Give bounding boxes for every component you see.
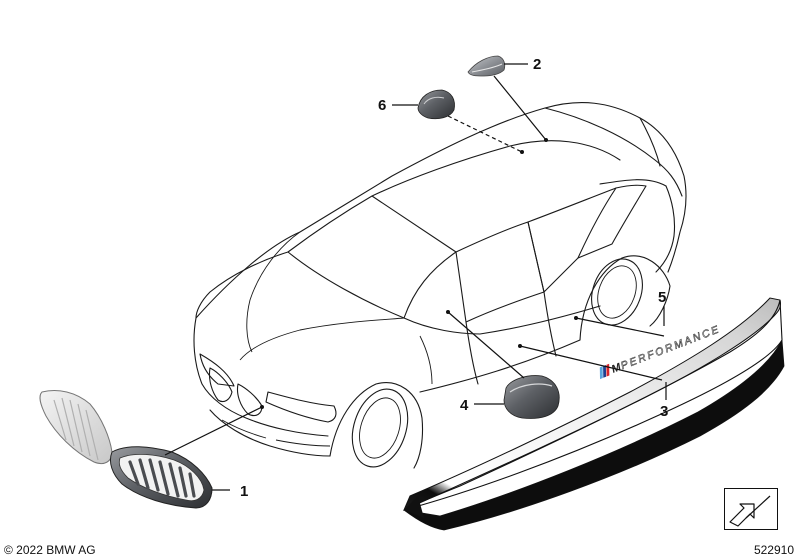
navigation-arrow-icon[interactable]: [724, 488, 778, 530]
car-outline: [193, 101, 687, 469]
part-side-sill-strip[interactable]: [403, 297, 785, 531]
part-roof-antenna[interactable]: [467, 55, 506, 77]
m-stripe-dark-blue: [603, 365, 607, 378]
callout-4: 4: [460, 397, 469, 414]
part-mirror-cap[interactable]: [503, 375, 560, 419]
callout-6: 6: [378, 97, 386, 114]
m-stripe-red: [606, 363, 610, 377]
leader-lines: [164, 63, 667, 491]
part-kidney-grille-silver[interactable]: [39, 390, 113, 465]
callout-1: 1: [240, 483, 248, 500]
part-antenna-cover[interactable]: [417, 89, 455, 120]
diagram-number: 522910: [753, 543, 794, 557]
part-kidney-grille[interactable]: [109, 446, 213, 509]
m-stripe-light-blue: [599, 366, 603, 380]
callout-3: 3: [660, 403, 668, 420]
callout-5: 5: [658, 289, 666, 306]
callout-2: 2: [533, 56, 541, 73]
copyright-text: © 2022 BMW AG: [4, 543, 96, 557]
